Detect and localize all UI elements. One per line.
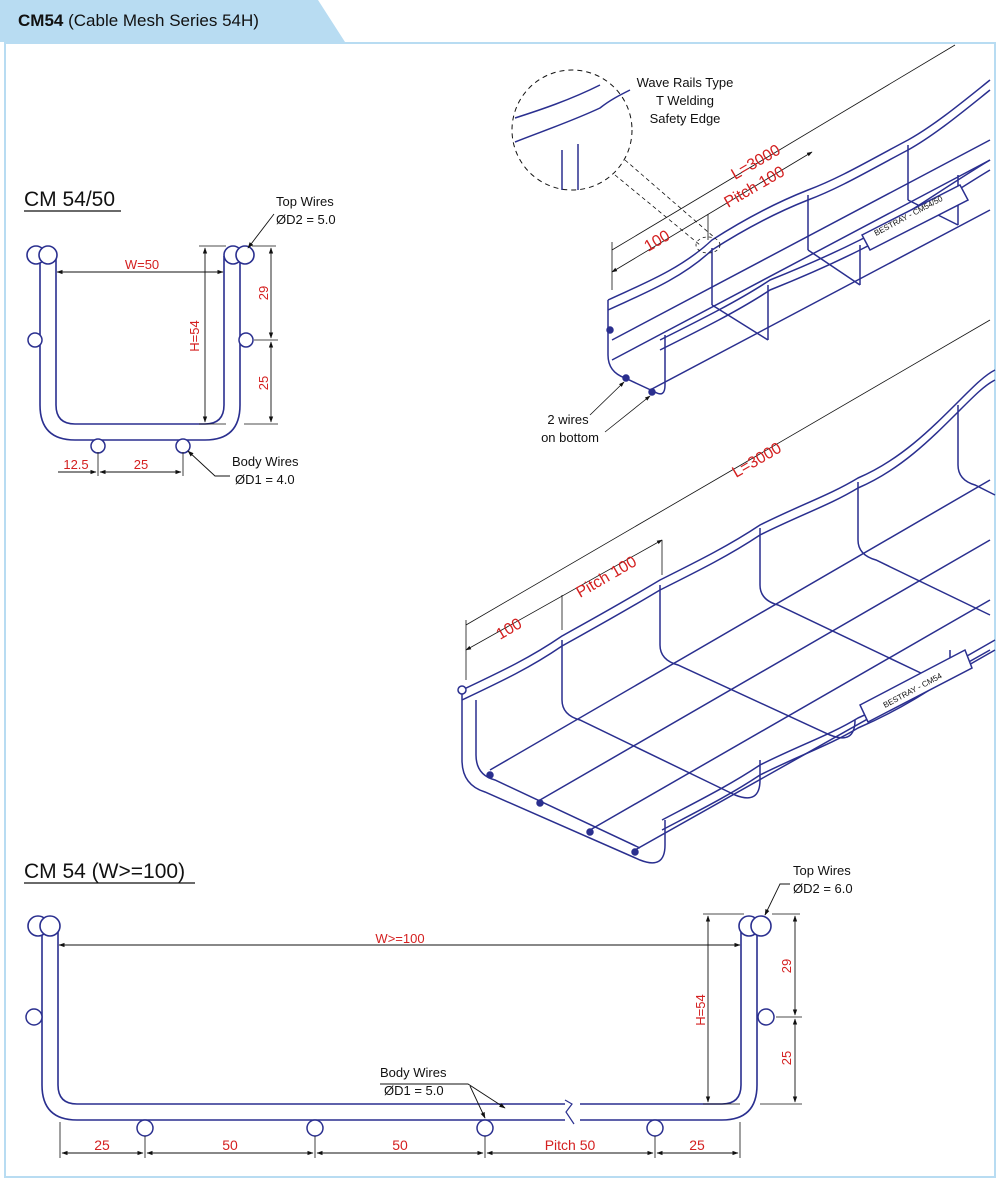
- top-wire-circle: [750, 915, 772, 937]
- detail-circle: [511, 69, 633, 191]
- bottom-dim-3: 50: [392, 1137, 408, 1153]
- top-wire-circle: [38, 245, 58, 265]
- iso-tray-bottom: [457, 369, 996, 864]
- callout-on-bottom: on bottom: [541, 430, 599, 445]
- bottom-wire-circle: [476, 1119, 494, 1137]
- dim-upper-large: 29: [779, 959, 794, 973]
- dim-lower-small: 25: [256, 376, 271, 390]
- top-wire-circle: [235, 245, 255, 265]
- profile-inner-small: [55, 256, 225, 425]
- bottom-dim-4: Pitch 50: [545, 1137, 596, 1153]
- bottom-dim-1: 25: [94, 1137, 110, 1153]
- header-tab: [0, 0, 345, 42]
- profile-outer-small: [39, 256, 241, 441]
- bottom-wire-circle: [306, 1119, 324, 1137]
- dim-edge-small: 12.5: [63, 457, 88, 472]
- section-large-title: CM 54 (W>=100): [24, 860, 185, 883]
- width-dim-small: W=50: [125, 257, 159, 272]
- side-wire-circle: [757, 1008, 775, 1026]
- dim-lower-large: 25: [779, 1051, 794, 1065]
- bottom-wire-circle: [175, 438, 191, 454]
- body-wires-dia-small: ØD1 = 4.0: [235, 472, 295, 487]
- series-code: CM54: [18, 11, 64, 30]
- profile-outer-large: [41, 925, 758, 1121]
- drawing-frame: [4, 42, 996, 1178]
- iso-bottom-pitch: Pitch 100: [574, 553, 640, 601]
- body-wires-label-large: Body Wires: [380, 1065, 447, 1080]
- callout-t-welding: T Welding: [656, 93, 714, 108]
- top-wires-dia-large: ØD2 = 6.0: [793, 881, 853, 896]
- bottom-wire-circle: [646, 1119, 664, 1137]
- height-dim-small: H=54: [187, 320, 202, 351]
- section-small: CM 54/50 W=50 H=54 29 25: [24, 188, 336, 487]
- callout-wave-rails: Wave Rails Type: [637, 75, 734, 90]
- bottom-wire-circle: [136, 1119, 154, 1137]
- bottom-dim-2: 50: [222, 1137, 238, 1153]
- body-wires-dia-large: ØD1 = 5.0: [384, 1083, 444, 1098]
- top-wires-label-large: Top Wires: [793, 863, 851, 878]
- top-wires-dia-small: ØD2 = 5.0: [276, 212, 336, 227]
- top-wires-label-small: Top Wires: [276, 194, 334, 209]
- top-wire-circle: [39, 915, 61, 937]
- section-small-title: CM 54/50: [24, 188, 115, 211]
- bottom-dim-5: 25: [689, 1137, 705, 1153]
- width-dim-large: W>=100: [375, 931, 424, 946]
- series-subtitle: (Cable Mesh Series 54H): [68, 11, 259, 30]
- dim-upper-small: 29: [256, 286, 271, 300]
- height-dim-large: H=54: [693, 994, 708, 1025]
- section-large: CM 54 (W>=100) W>=100 H=54 29 25: [24, 860, 853, 1158]
- body-wires-label-small: Body Wires: [232, 454, 299, 469]
- side-wire-circle: [25, 1008, 43, 1026]
- bottom-wire-circle: [90, 438, 106, 454]
- iso-bottom-length: L=3000: [730, 440, 785, 482]
- iso-top-annotations: L=3000 Pitch 100 100 BESTRAY - CM54/50 W…: [511, 44, 956, 445]
- page-title: CM54 (Cable Mesh Series 54H): [18, 11, 259, 31]
- callout-two-wires: 2 wires: [547, 412, 589, 427]
- side-wire-circle: [27, 332, 43, 348]
- callout-safety-edge: Safety Edge: [650, 111, 721, 126]
- dim-pitch-small: 25: [134, 457, 148, 472]
- side-wire-circle: [238, 332, 254, 348]
- iso-bottom-annotations: L=3000 Pitch 100 100 BESTRAY - CM54: [465, 319, 991, 710]
